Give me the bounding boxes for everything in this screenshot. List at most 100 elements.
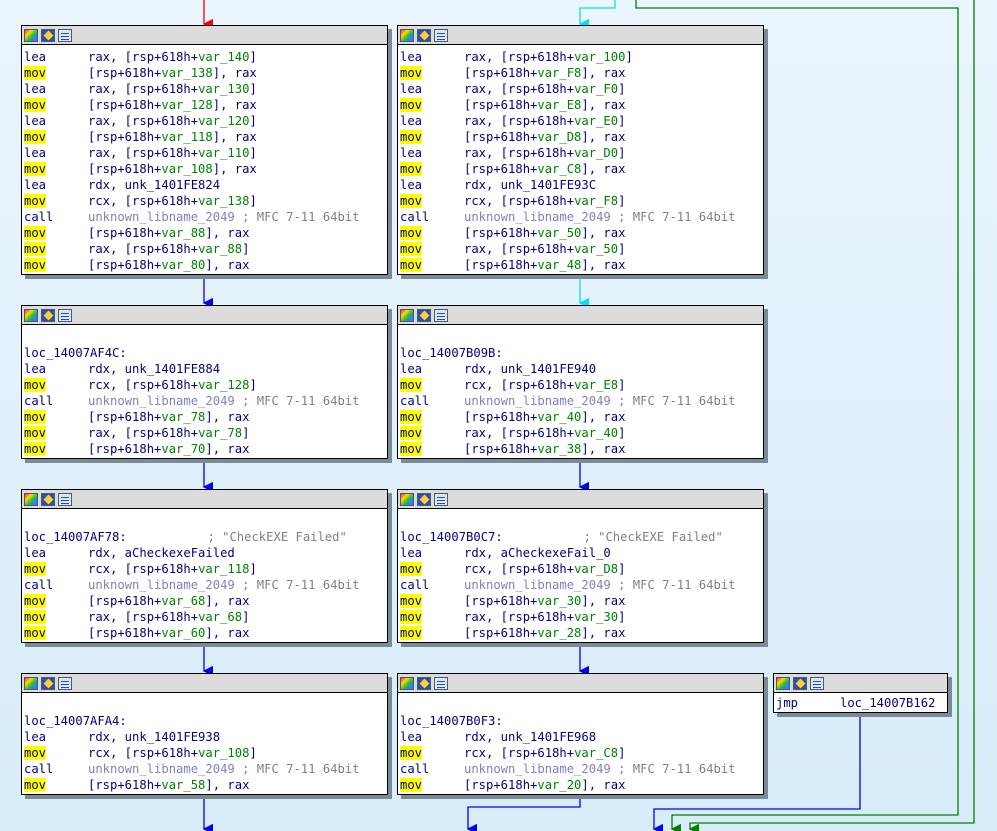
block-color-icon[interactable] [24,492,38,506]
graph-overview-icon[interactable] [810,676,824,690]
rename-icon[interactable] [41,676,55,690]
code-line[interactable]: loc_14007B0C7: ; "CheckEXE Failed" [400,529,761,545]
code-line[interactable]: loc_14007AFA4: [24,713,385,729]
code-line[interactable]: mov[rsp+618h+var_48], rax [400,257,761,273]
graph-overview-icon[interactable] [58,28,72,42]
rename-icon[interactable] [41,28,55,42]
graph-overview-icon[interactable] [434,308,448,322]
block-color-icon[interactable] [400,28,414,42]
code-line[interactable]: mov[rsp+618h+var_108], rax [24,161,385,177]
graph-overview-icon[interactable] [58,492,72,506]
rename-icon[interactable] [41,308,55,322]
code-line[interactable]: mov[rsp+618h+var_40], rax [400,409,761,425]
rename-icon[interactable] [417,28,431,42]
block-color-icon[interactable] [24,676,38,690]
code-line[interactable]: mov[rsp+618h+var_70], rax [24,441,385,457]
code-line[interactable] [400,697,761,713]
code-line[interactable]: mov[rsp+618h+var_28], rax [400,625,761,641]
code-line[interactable]: mov[rsp+618h+var_50], rax [400,225,761,241]
code-line[interactable]: mov[rsp+618h+var_D8], rax [400,129,761,145]
graph-overview-icon[interactable] [58,308,72,322]
code-line[interactable]: mov[rsp+618h+var_58], rax [24,777,385,793]
graph-overview-icon[interactable] [58,676,72,690]
block-color-icon[interactable] [24,308,38,322]
graph-overview-icon[interactable] [434,676,448,690]
code-line[interactable]: mov[rsp+618h+var_80], rax [24,257,385,273]
code-line[interactable]: mov[rsp+618h+var_E8], rax [400,97,761,113]
code-line[interactable] [24,329,385,345]
code-line[interactable]: loc_14007AF78: ; "CheckEXE Failed" [24,529,385,545]
block-color-icon[interactable] [24,28,38,42]
code-line[interactable]: mov[rsp+618h+var_78], rax [24,409,385,425]
code-line[interactable]: mov[rsp+618h+var_20], rax [400,777,761,793]
block-color-icon[interactable] [400,308,414,322]
block-color-icon[interactable] [400,676,414,690]
block-color-icon[interactable] [400,492,414,506]
code-line[interactable]: mov[rsp+618h+var_68], rax [24,593,385,609]
code-line[interactable]: mov[rsp+618h+var_60], rax [24,625,385,641]
rename-icon[interactable] [41,492,55,506]
code-line[interactable] [24,513,385,529]
code-line[interactable]: loc_14007B09B: [400,345,761,361]
code-line[interactable]: loc_14007B0F3: [400,713,761,729]
code-line[interactable]: mov[rsp+618h+var_88], rax [24,225,385,241]
graph-overview-icon[interactable] [434,28,448,42]
code-line[interactable]: mov[rsp+618h+var_C8], rax [400,161,761,177]
code-line[interactable] [400,329,761,345]
code-line[interactable]: mov[rsp+618h+var_138], rax [24,65,385,81]
rename-icon[interactable] [417,676,431,690]
rename-icon[interactable] [417,492,431,506]
code-line[interactable] [24,697,385,713]
rename-icon[interactable] [793,676,807,690]
code-line[interactable]: mov[rsp+618h+var_118], rax [24,129,385,145]
